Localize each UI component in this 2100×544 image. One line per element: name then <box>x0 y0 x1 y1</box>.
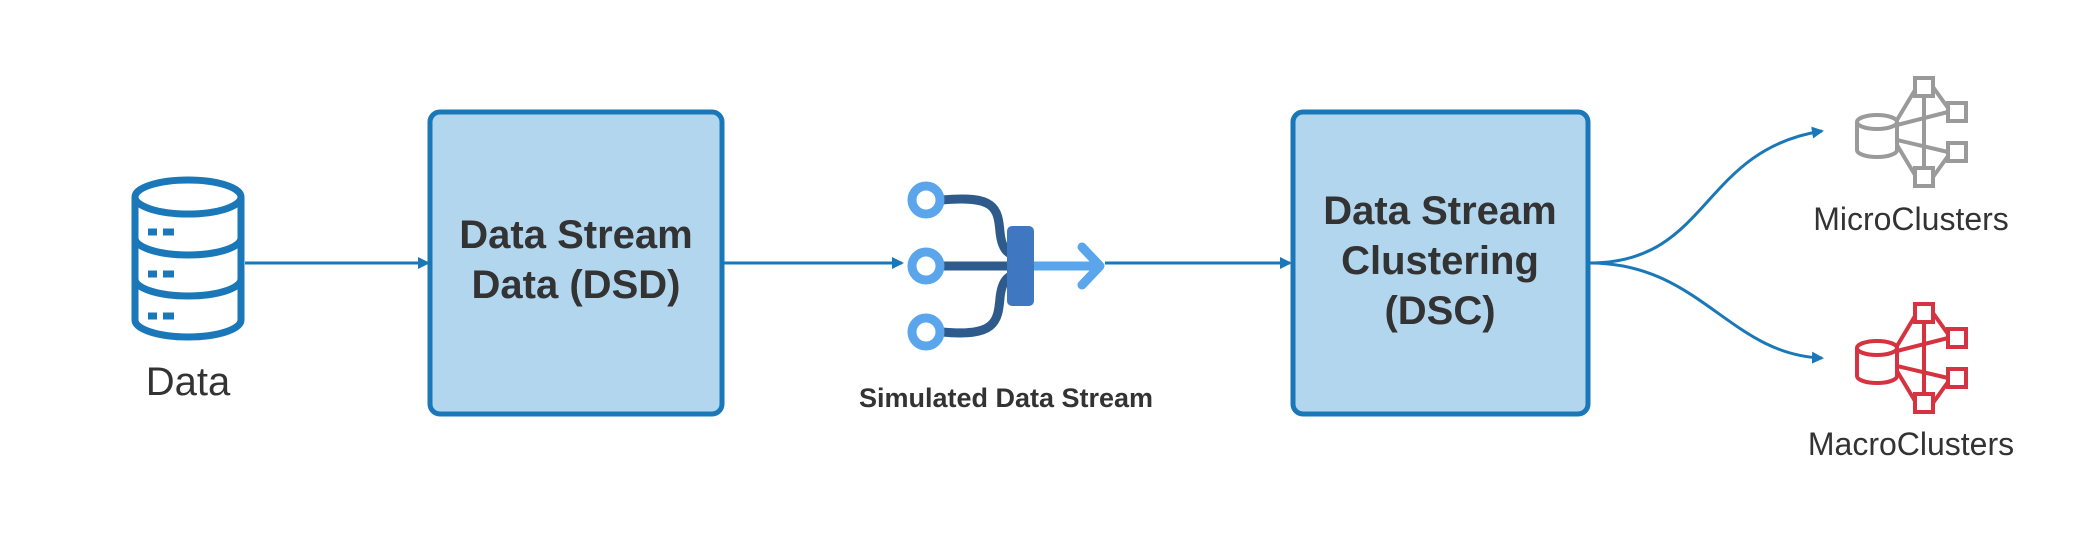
data-label: Data <box>146 360 231 404</box>
edges <box>245 126 1824 364</box>
macro-node: MacroClusters <box>1808 302 2014 462</box>
micro-label: MicroClusters <box>1813 201 2009 237</box>
stream-label: Simulated Data Stream <box>859 383 1153 413</box>
cluster-network-icon <box>1855 76 1968 188</box>
data-node: Data <box>131 176 245 404</box>
database-icon <box>131 176 245 341</box>
dsc-box <box>1290 109 1591 417</box>
dsc-title-line3: (DSC) <box>1384 289 1495 333</box>
micro-node: MicroClusters <box>1813 76 2009 237</box>
merge-stream-icon <box>907 181 1105 351</box>
dsc-title-line2: Clustering <box>1341 239 1539 283</box>
dsc-title-line1: Data Stream <box>1323 189 1556 233</box>
dsd-node: Data Stream Data (DSD) <box>427 109 725 417</box>
edge-dsc-to-micro <box>1589 126 1824 265</box>
dsd-box <box>427 109 725 417</box>
dsd-title-line2: Data (DSD) <box>472 263 681 307</box>
cluster-network-icon <box>1855 302 1968 414</box>
dsc-node: Data Stream Clustering (DSC) <box>1290 109 1591 417</box>
edge-dsc-to-macro <box>1589 261 1824 364</box>
stream-node: Simulated Data Stream <box>859 181 1153 413</box>
macro-label: MacroClusters <box>1808 426 2014 462</box>
dsd-title-line1: Data Stream <box>459 213 692 257</box>
